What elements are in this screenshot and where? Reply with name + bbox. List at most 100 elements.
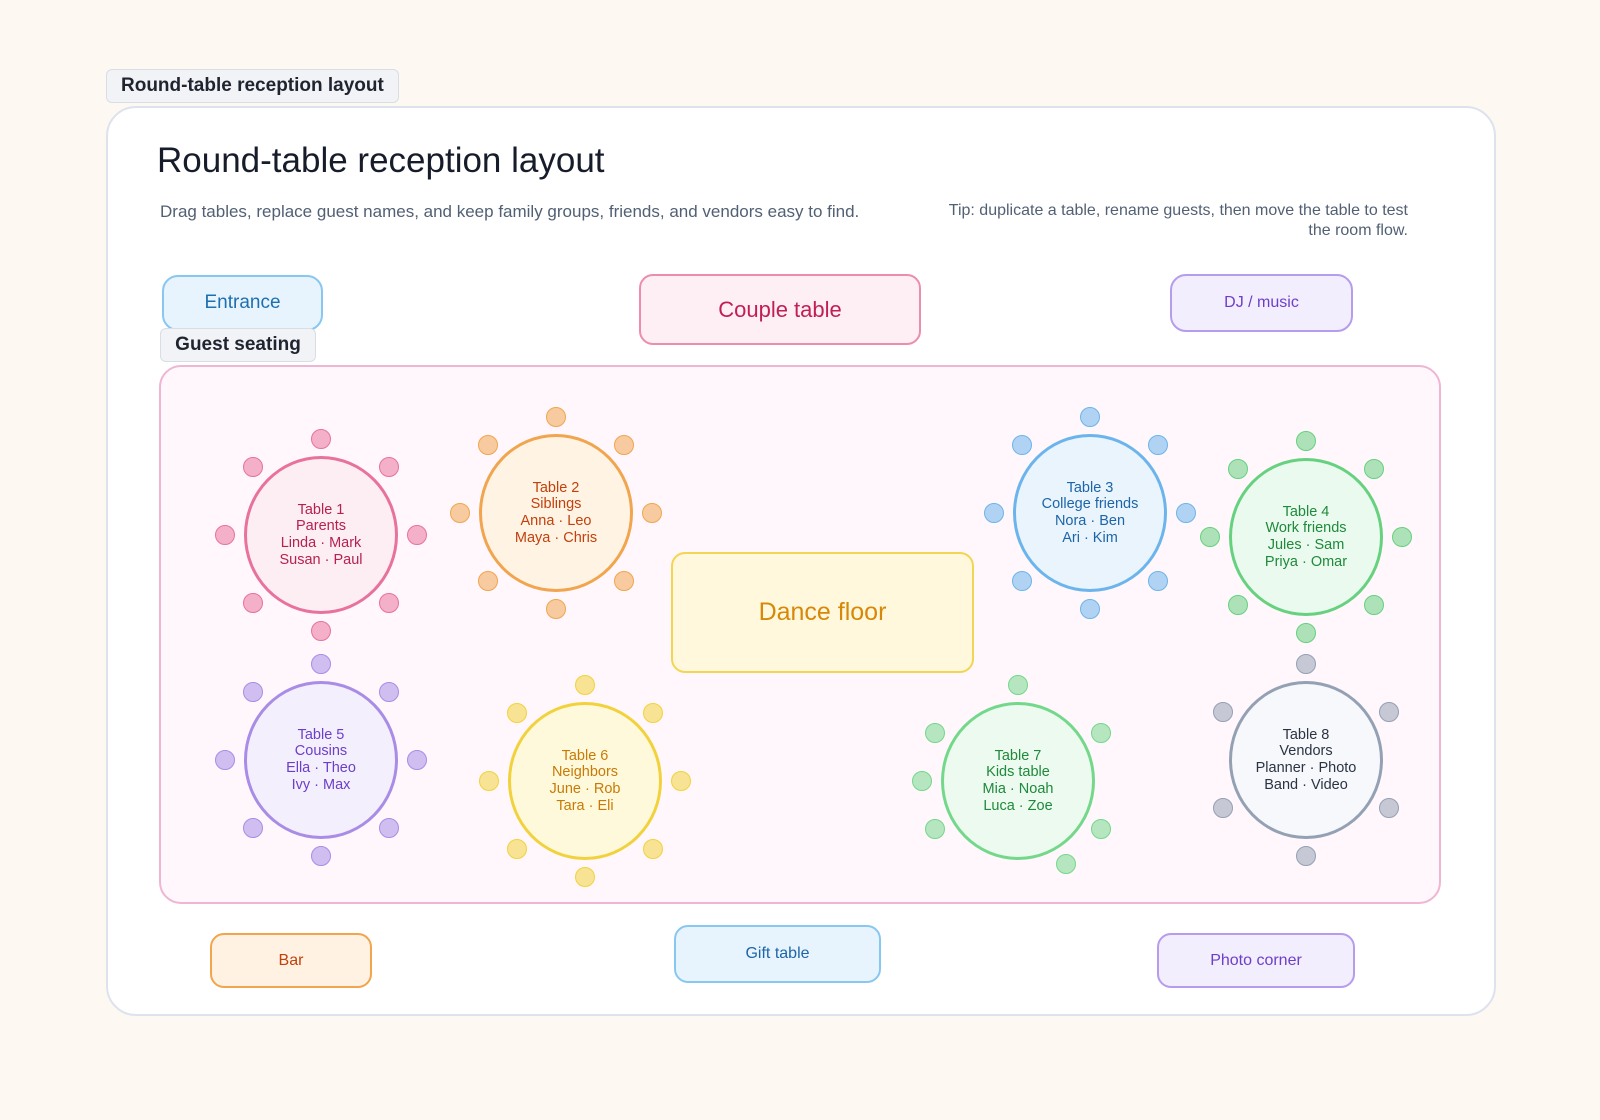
seat[interactable] bbox=[450, 503, 470, 523]
table-guests: Luca · Zoe bbox=[983, 797, 1053, 814]
seat[interactable] bbox=[479, 771, 499, 791]
seat[interactable] bbox=[378, 682, 399, 703]
table-name: Table 1 bbox=[297, 501, 345, 518]
seat[interactable] bbox=[378, 457, 399, 478]
page-title: Round-table reception layout bbox=[157, 141, 605, 180]
seat[interactable] bbox=[378, 592, 399, 613]
seat[interactable] bbox=[671, 771, 691, 791]
seat[interactable] bbox=[243, 817, 264, 838]
table-guests: Tara · Eli bbox=[556, 797, 614, 814]
table-guests: Ari · Kim bbox=[1062, 529, 1118, 546]
table-guests: Anna · Leo bbox=[520, 513, 592, 529]
seat[interactable] bbox=[924, 819, 945, 839]
bar-zone[interactable]: Bar bbox=[210, 933, 372, 988]
seat[interactable] bbox=[1228, 459, 1249, 480]
table-guests: Ella · Theo bbox=[286, 760, 356, 776]
seat[interactable] bbox=[243, 682, 264, 703]
seat[interactable] bbox=[378, 817, 399, 838]
seat[interactable] bbox=[642, 703, 663, 724]
seat[interactable] bbox=[912, 771, 932, 791]
gift-table-zone[interactable]: Gift table bbox=[674, 925, 881, 983]
seat[interactable] bbox=[311, 621, 331, 641]
seat[interactable] bbox=[407, 525, 427, 545]
table-name: Table 5 bbox=[297, 726, 345, 743]
table-guests: Nora · Ben bbox=[1054, 513, 1126, 529]
seat[interactable] bbox=[1363, 459, 1384, 480]
seat[interactable] bbox=[984, 503, 1004, 523]
page-subtitle: Drag tables, replace guest names, and ke… bbox=[160, 202, 860, 221]
seat[interactable] bbox=[1379, 798, 1400, 818]
seat[interactable] bbox=[1296, 431, 1316, 451]
seat[interactable] bbox=[1147, 570, 1168, 591]
frame-label: Round-table reception layout bbox=[106, 69, 399, 103]
seat[interactable] bbox=[1080, 599, 1100, 619]
table-group: Cousins bbox=[294, 743, 348, 760]
table-group: Neighbors bbox=[551, 764, 619, 781]
seat[interactable] bbox=[1012, 435, 1033, 456]
seat[interactable] bbox=[613, 435, 634, 456]
seat[interactable] bbox=[1200, 527, 1220, 547]
photo-corner-zone[interactable]: Photo corner bbox=[1157, 933, 1355, 988]
seat[interactable] bbox=[1012, 570, 1033, 591]
seat[interactable] bbox=[1392, 527, 1412, 547]
seat[interactable] bbox=[1091, 819, 1112, 839]
seat[interactable] bbox=[243, 592, 264, 613]
seat[interactable] bbox=[478, 570, 499, 591]
seat[interactable] bbox=[924, 723, 945, 743]
seat[interactable] bbox=[507, 703, 528, 724]
dance-floor-zone[interactable]: Dance floor bbox=[671, 552, 974, 673]
table-guests: June · Rob bbox=[549, 781, 621, 797]
couple-table-zone[interactable]: Couple table bbox=[639, 274, 921, 345]
seat[interactable] bbox=[642, 838, 663, 859]
seat[interactable] bbox=[575, 867, 595, 887]
seat[interactable] bbox=[575, 675, 595, 695]
seat[interactable] bbox=[642, 503, 662, 523]
seat[interactable] bbox=[613, 570, 634, 591]
table-guests: Linda · Mark bbox=[280, 535, 362, 551]
dj-music-zone[interactable]: DJ / music bbox=[1170, 274, 1353, 332]
seat[interactable] bbox=[546, 599, 566, 619]
seat[interactable] bbox=[1296, 623, 1316, 643]
seat[interactable] bbox=[311, 846, 331, 866]
seat[interactable] bbox=[546, 407, 566, 427]
seat[interactable] bbox=[1008, 675, 1028, 695]
seat[interactable] bbox=[1228, 594, 1249, 615]
seat[interactable] bbox=[407, 750, 427, 770]
seat[interactable] bbox=[1176, 503, 1196, 523]
seat[interactable] bbox=[1296, 846, 1316, 866]
table-guests: Jules · Sam bbox=[1267, 537, 1345, 553]
seat[interactable] bbox=[1147, 435, 1168, 456]
seat[interactable] bbox=[1212, 798, 1233, 818]
table-name: Table 6 bbox=[561, 747, 609, 764]
seat[interactable] bbox=[507, 838, 528, 859]
seat[interactable] bbox=[1212, 702, 1233, 722]
seat[interactable] bbox=[311, 429, 331, 449]
table-group: Vendors bbox=[1279, 743, 1333, 760]
table-group: Siblings bbox=[530, 496, 582, 513]
seat[interactable] bbox=[1379, 702, 1400, 722]
guest-seating-label: Guest seating bbox=[160, 328, 316, 362]
seat[interactable] bbox=[1091, 723, 1112, 743]
seat[interactable] bbox=[311, 654, 331, 674]
table-guests: Maya · Chris bbox=[514, 529, 598, 546]
seat[interactable] bbox=[1080, 407, 1100, 427]
seat[interactable] bbox=[1363, 594, 1384, 615]
table-group: Kids table bbox=[986, 764, 1050, 781]
seat[interactable] bbox=[243, 457, 264, 478]
seat[interactable] bbox=[1296, 654, 1316, 674]
seat[interactable] bbox=[215, 750, 235, 770]
entrance-zone[interactable]: Entrance bbox=[162, 275, 323, 331]
seat[interactable] bbox=[478, 435, 499, 456]
seat[interactable] bbox=[215, 525, 235, 545]
table-guests: Susan · Paul bbox=[279, 551, 363, 568]
seat[interactable] bbox=[1056, 854, 1076, 875]
table-guests: Mia · Noah bbox=[982, 781, 1054, 797]
